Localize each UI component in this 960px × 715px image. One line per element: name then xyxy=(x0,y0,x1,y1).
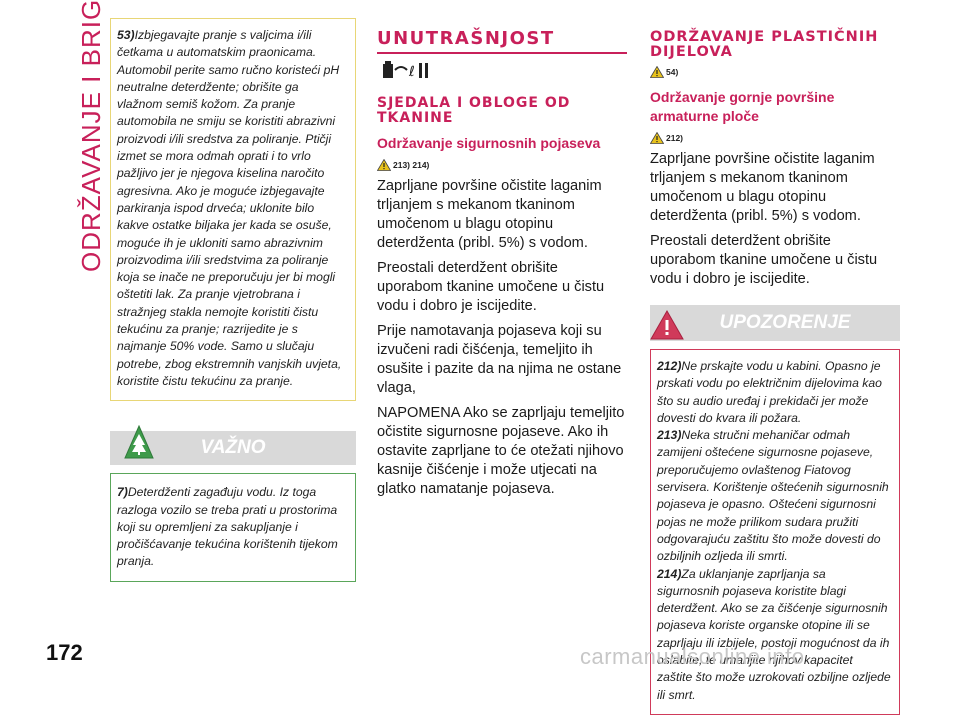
reference-number: 54) xyxy=(666,67,679,77)
warning-triangle-icon xyxy=(650,132,664,144)
important-box: 7)Deterdženti zagađuju vodu. Iz toga raz… xyxy=(110,473,356,582)
subsection-heading-seats: SJEDALA I OBLOGE OD TKANINE xyxy=(377,95,571,126)
svg-text:ℓ: ℓ xyxy=(408,64,417,80)
important-text: Deterdženti zagađuju vodu. Iz toga razlo… xyxy=(117,485,338,569)
spray-icon: ℓ xyxy=(383,61,428,80)
warning-triangle-icon xyxy=(650,310,684,340)
warning-reference: 212) xyxy=(650,130,900,146)
section-heading-interior: UNUTRAŠNJOST xyxy=(377,28,627,54)
watermark: carmanualsonline.info xyxy=(580,644,805,669)
warning-item-text: Za uklanjanje zaprljanja sa sigurnosnih … xyxy=(657,566,891,702)
warning-item-text: Ne prskajte vodu u kabini. Opasno je prs… xyxy=(657,359,882,425)
warning-item: 212)Ne prskajte vodu u kabini. Opasno je… xyxy=(657,358,891,427)
paragraph: Preostali deterdžent obrišite uporabom t… xyxy=(377,260,605,314)
important-header: VAŽNO xyxy=(110,425,356,466)
note-number: 53) xyxy=(117,28,135,42)
topic-title-dashboard: Održavanje gornje površine armaturne plo… xyxy=(650,89,835,124)
reference-number: 212) xyxy=(666,133,684,143)
warning-heading: UPOZORENJE xyxy=(719,312,851,333)
side-section-title: ODRŽAVANJE I BRIGA xyxy=(46,0,106,272)
warning-item-number: 213) xyxy=(657,428,682,443)
column-middle: UNUTRAŠNJOST ℓ SJEDALA I OBLOGE OD TKANI… xyxy=(377,18,627,505)
warning-item: 214)Za uklanjanje zaprljanja sa sigurnos… xyxy=(657,566,891,704)
warning-item: 213)Neka stručni mehaničar odmah zamijen… xyxy=(657,427,891,565)
topic-title-seatbelts: Održavanje sigurnosnih pojaseva xyxy=(377,135,601,151)
note-box: 53)Izbjegavajte pranje s valjcima i/ili … xyxy=(110,18,356,402)
paragraph: Prije namotavanja pojaseva koji su izvuč… xyxy=(377,323,622,396)
tree-warning-icon xyxy=(124,425,154,459)
note-text: Izbjegavajte pranje s valjcima i/ili čet… xyxy=(117,28,342,388)
warning-item-text: Neka stručni mehaničar odmah zamijeni oš… xyxy=(657,428,889,564)
cleaning-icons: ℓ xyxy=(381,60,627,82)
warning-item-number: 214) xyxy=(657,566,682,581)
warning-header: UPOZORENJE xyxy=(650,305,900,341)
reference-numbers: 213) 214) xyxy=(393,160,430,170)
warning-triangle-icon xyxy=(650,66,664,78)
warning-item-number: 212) xyxy=(657,359,682,373)
warning-reference: 213) 214) xyxy=(377,157,627,173)
paragraph: Preostali deterdžent obrišite uporabom t… xyxy=(650,233,878,287)
column-right: ODRŽAVANJE PLASTIČNIH DIJELOVA 54) Održa… xyxy=(650,18,900,715)
paragraph: Zaprljane površine očistite laganim trlj… xyxy=(650,151,875,224)
important-heading: VAŽNO xyxy=(200,437,266,459)
warning-reference: 54) xyxy=(650,64,900,80)
section-heading-plastic: ODRŽAVANJE PLASTIČNIH DIJELOVA xyxy=(650,29,879,60)
paragraph: Zaprljane površine očistite laganim trlj… xyxy=(377,178,602,251)
paragraph: NAPOMENA Ako se zaprljaju temeljito očis… xyxy=(377,405,625,497)
column-left: 53)Izbjegavajte pranje s valjcima i/ili … xyxy=(110,18,356,582)
warning-box: 212)Ne prskajte vodu u kabini. Opasno je… xyxy=(650,349,900,715)
important-number: 7) xyxy=(117,485,128,500)
warning-triangle-icon xyxy=(377,159,391,171)
side-title-text: ODRŽAVANJE I BRIGA xyxy=(76,0,106,272)
page-number: 172 xyxy=(46,640,83,665)
